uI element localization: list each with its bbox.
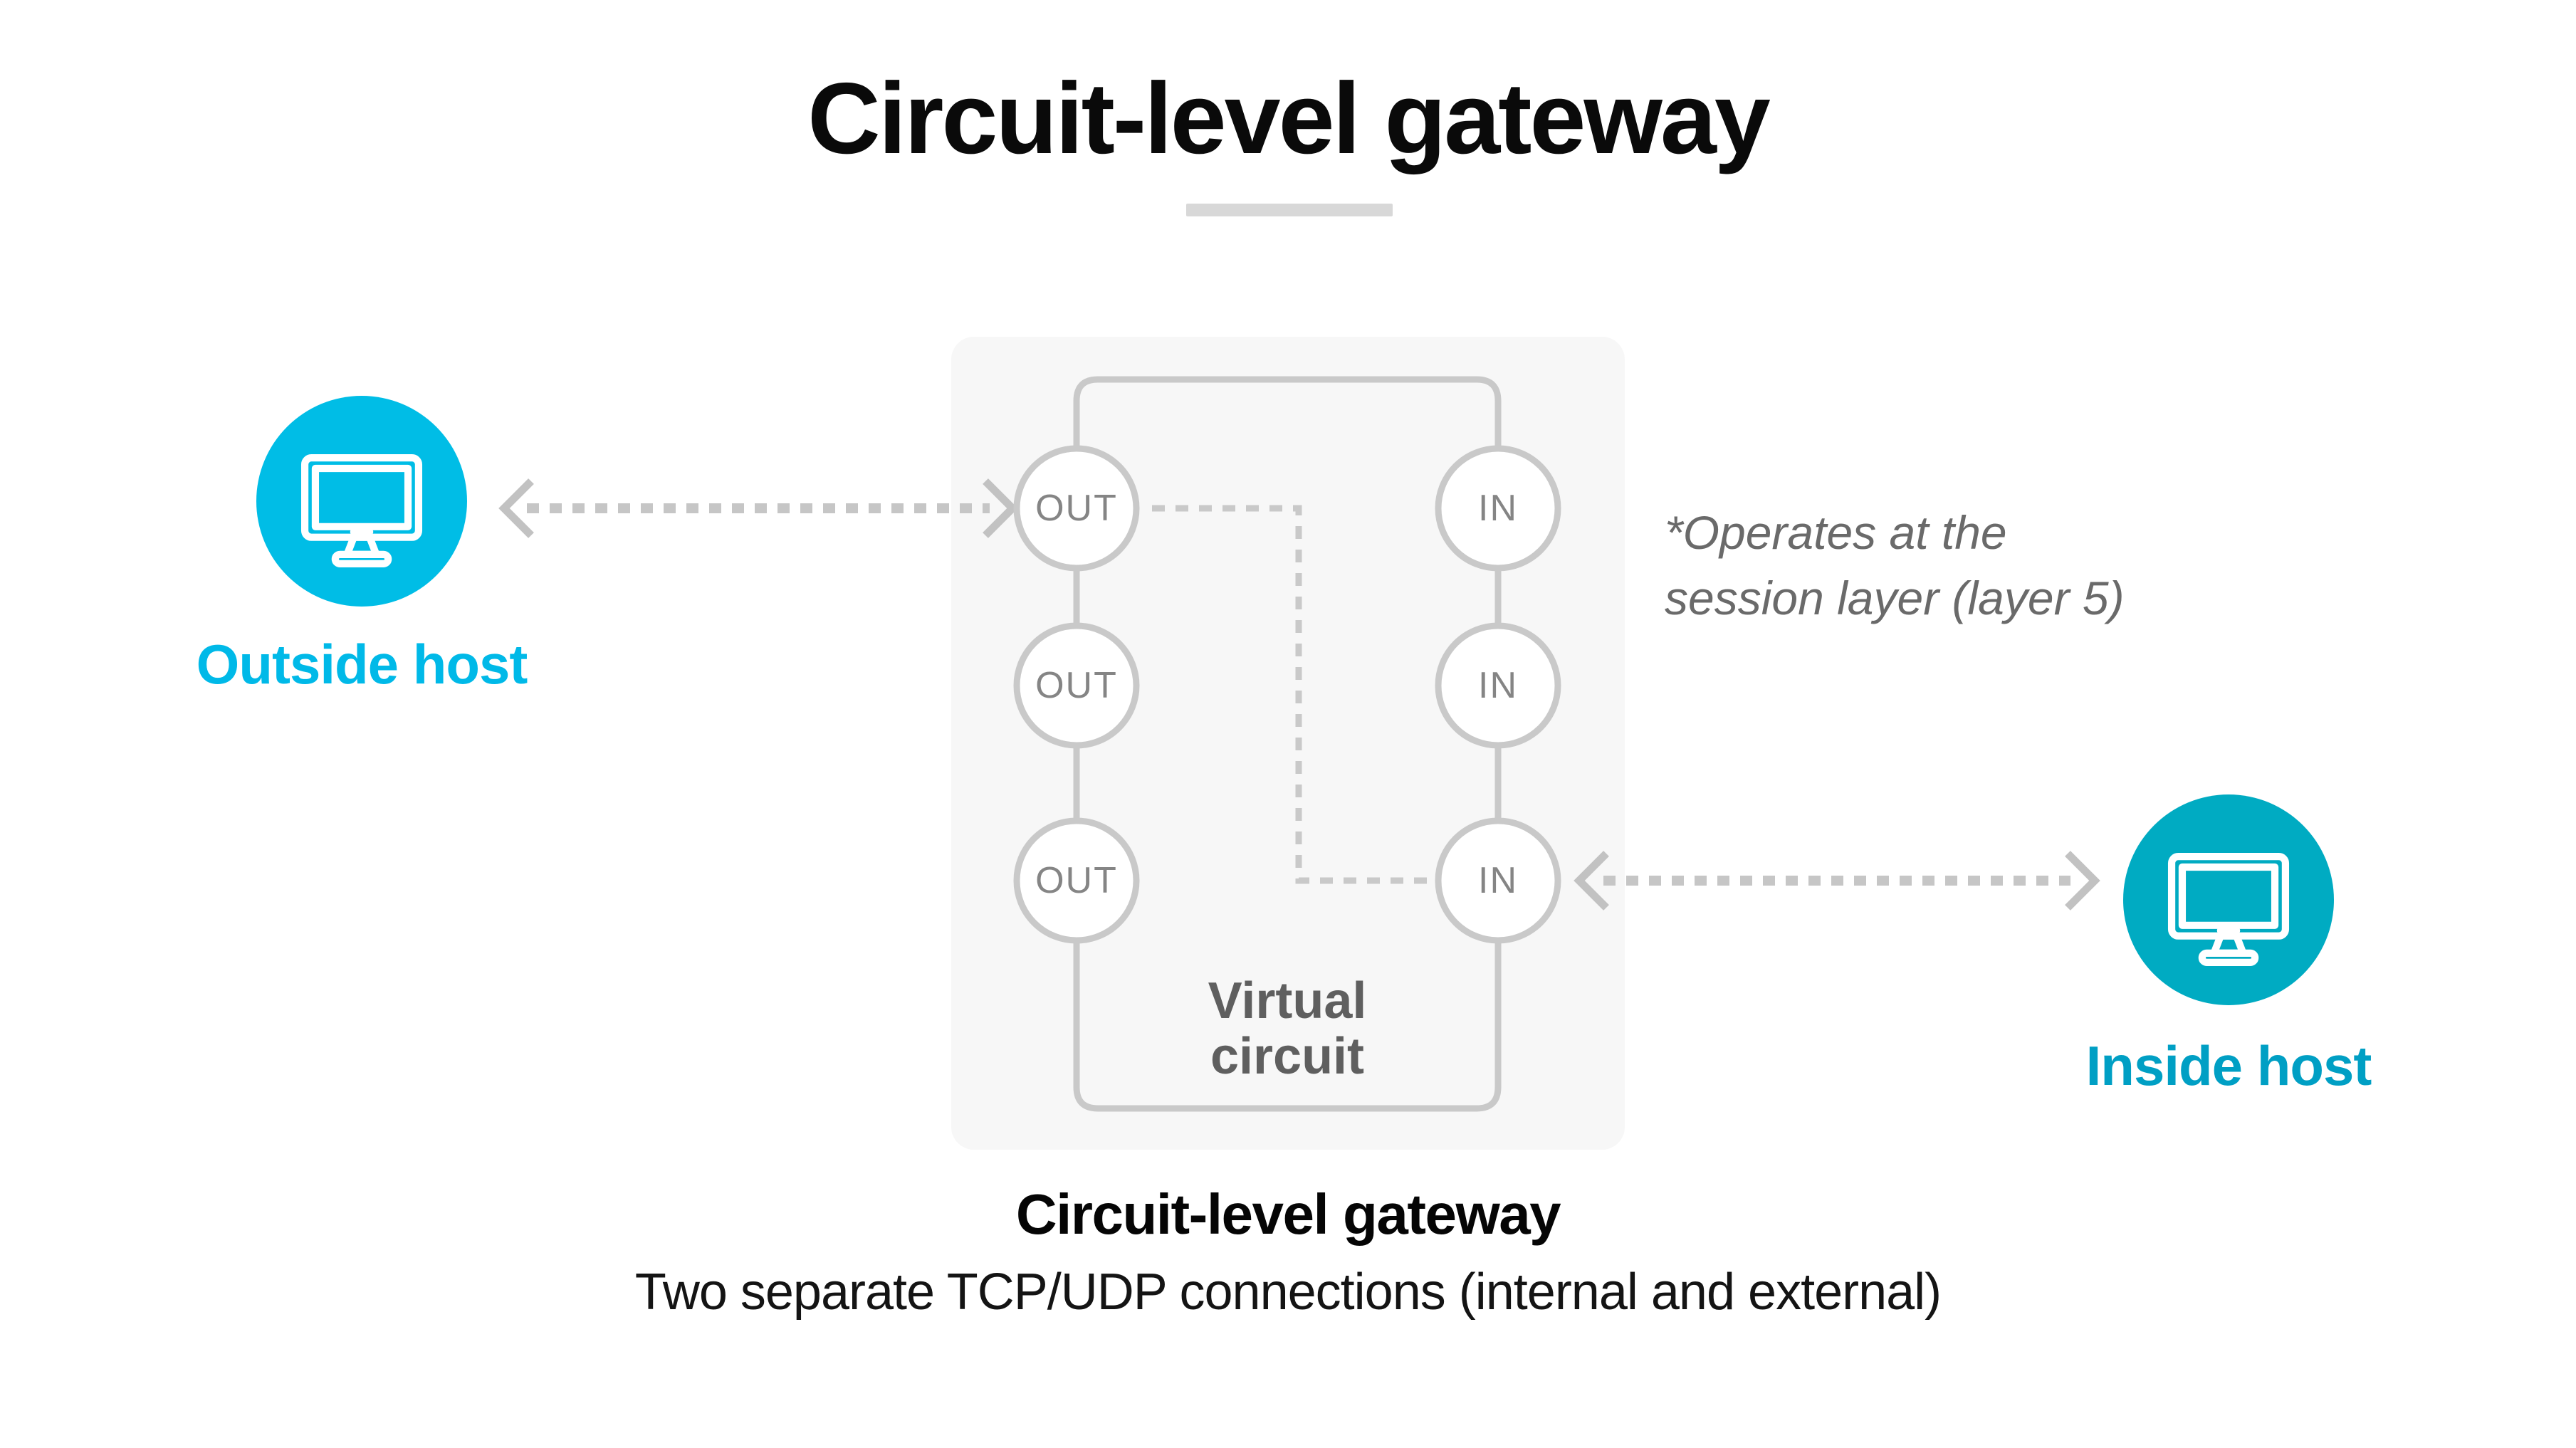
- gateway-subtitle: Two separate TCP/UDP connections (intern…: [634, 1264, 1942, 1321]
- virtual-circuit-label: Virtual circuit: [1127, 973, 1447, 1084]
- page-title: Circuit-level gateway: [807, 62, 1771, 175]
- inside-connection-arrow: [1574, 851, 2100, 911]
- out-port-1-label: OUT: [1035, 488, 1118, 529]
- port-circles: [1013, 445, 1561, 944]
- bottom-connector: [1073, 940, 1502, 1112]
- in-port-3-label: IN: [1478, 860, 1518, 901]
- in-port-1-label: IN: [1478, 488, 1518, 529]
- in-port-2-label: IN: [1478, 665, 1518, 706]
- in-port-3-circle: [1435, 817, 1561, 944]
- monitor-icon: [300, 453, 423, 567]
- annotation-line2: session layer (layer 5): [1665, 572, 2125, 624]
- arrow-left-chevron-icon: [1574, 851, 1609, 911]
- gateway-caption: Circuit-level gateway: [1015, 1182, 1561, 1246]
- in-port-1-circle: [1435, 445, 1561, 572]
- virtual-circuit-line1: Virtual: [1208, 972, 1367, 1029]
- title-divider: [1186, 204, 1393, 216]
- out-port-3-label: OUT: [1035, 860, 1118, 901]
- out-port-3-circle: [1013, 817, 1140, 944]
- outside-host-label: Outside host: [196, 633, 528, 696]
- out-port-2-circle: [1013, 622, 1140, 749]
- inside-host-label: Inside host: [2085, 1034, 2372, 1097]
- virtual-circuit-line2: circuit: [1210, 1028, 1365, 1085]
- top-connector: [1073, 376, 1502, 448]
- in-port-2-circle: [1435, 622, 1561, 749]
- gateway-connectors: [1073, 376, 1502, 1112]
- outside-connection-arrow: [498, 478, 1018, 538]
- session-layer-annotation: *Operates at the session layer (layer 5): [1665, 500, 2248, 631]
- monitor-icon: [2167, 852, 2290, 966]
- inside-host-node: [2123, 794, 2334, 1005]
- arrow-left-chevron-icon: [498, 478, 534, 538]
- out-port-2-label: OUT: [1035, 665, 1118, 706]
- outside-host-node: [256, 396, 467, 607]
- annotation-line1: *Operates at the: [1665, 506, 2007, 559]
- arrow-right-chevron-icon: [2065, 851, 2100, 911]
- arrow-right-chevron-icon: [983, 478, 1018, 538]
- virtual-circuit-path: [1152, 505, 1430, 884]
- out-port-1-circle: [1013, 445, 1140, 572]
